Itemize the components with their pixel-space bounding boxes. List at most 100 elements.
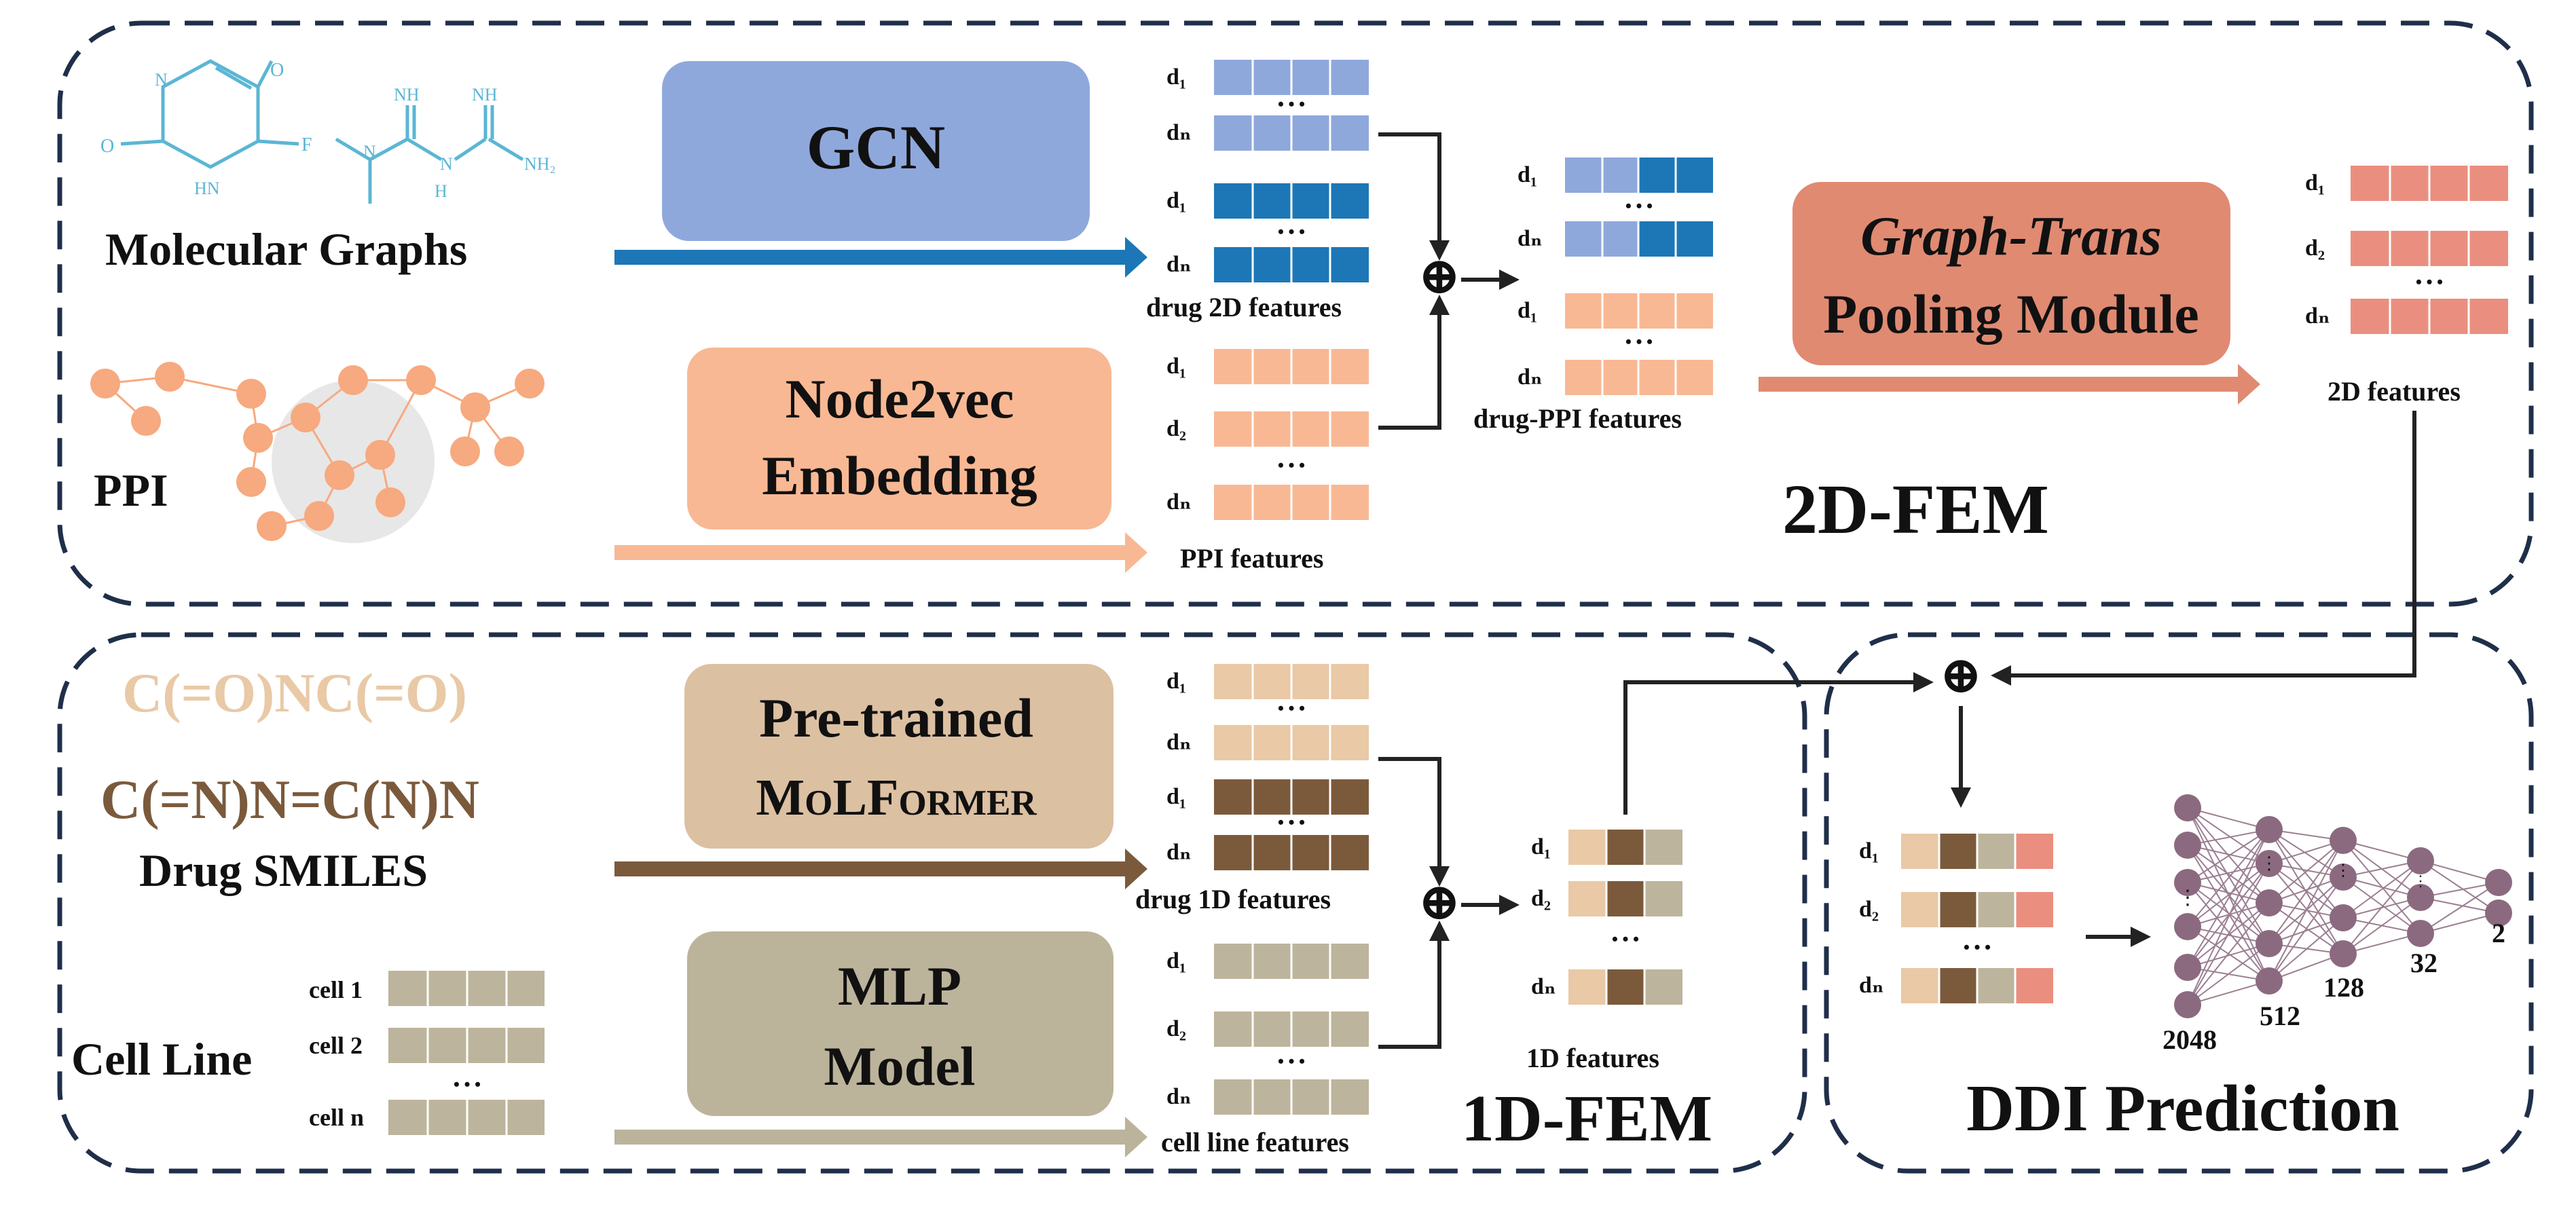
label-d2-ppi: d₂: [1166, 416, 1186, 441]
connector-2d-to-ddi-oplus: [1991, 411, 2416, 686]
nn-node-layer-1: [2174, 954, 2201, 981]
nn-edge: [2420, 860, 2499, 914]
atom-o-top: O: [270, 60, 284, 81]
atom-hn: HN: [194, 179, 220, 198]
label-d1-molformer: d₁: [1166, 669, 1186, 694]
label-d1-1dfeat: d₁: [1531, 834, 1551, 859]
nn-node-layer-1: [2174, 832, 2201, 859]
cellfeat-bar-dn: [1214, 1079, 1369, 1115]
arrow-ppi-to-node2vec: [614, 532, 1147, 573]
mlp-label: MLP: [838, 955, 961, 1017]
nn-edge: [2342, 876, 2421, 934]
atom-h: H: [435, 181, 447, 201]
label-d1-ppi: d₁: [1166, 354, 1186, 379]
pre-trained-label: Pre-trained: [759, 687, 1033, 749]
atom-o-left: O: [100, 136, 114, 157]
nn-edge: [2187, 829, 2270, 968]
nn-node-layer-4: [2407, 920, 2434, 947]
nn-edge: [2187, 882, 2270, 904]
nn-edge: [2187, 882, 2270, 944]
dots-2d: • • •: [1278, 222, 1305, 242]
label-d2-1dfeat: d₂: [1531, 886, 1551, 911]
nn-edge: [2187, 943, 2270, 968]
label-dn-dppi: dₙ: [1517, 226, 1543, 251]
nn-dots-1: ⋮: [2177, 887, 2198, 909]
nn-edge: [2268, 829, 2344, 878]
concat-bar-d2: [1901, 892, 2053, 927]
nn-node-layer-3: [2330, 904, 2357, 931]
nn-edge: [2187, 943, 2270, 1005]
cell-n-label: cell n: [309, 1104, 364, 1131]
pooling-module-label: Pooling Module: [1823, 283, 2199, 345]
nn-node-layer-2: [2256, 850, 2283, 877]
ppi-features-label: PPI features: [1180, 543, 1323, 574]
ppi-label: PPI: [94, 464, 168, 516]
nn-node-layer-3: [2330, 827, 2357, 854]
label-dn-cell: dₙ: [1166, 1084, 1192, 1109]
nn-edge: [2187, 844, 2270, 904]
nn-node-layer-2: [2256, 889, 2283, 916]
drug-ppi-bar-ppi-d1: [1565, 293, 1713, 329]
nn-node-layer-1: [2174, 913, 2201, 940]
dots-cell: • • •: [454, 1075, 481, 1094]
nn-node-layer-3: [2330, 864, 2357, 891]
graph-trans-box: [1792, 182, 2230, 365]
nn-edge: [2187, 863, 2270, 968]
molformer-label: MoLFormer: [756, 769, 1037, 826]
nn-edge: [2187, 807, 2270, 830]
drug-ppi-bar-ppi-dn: [1565, 360, 1713, 395]
nn-edge: [2187, 844, 2270, 864]
feat1d-bar-d1: [1568, 830, 1682, 865]
concat-bar-dn: [1901, 968, 2053, 1003]
ppi-bar-dn: [1214, 485, 1369, 520]
drug-ppi-bar-d1: [1565, 157, 1713, 193]
cell-bar-1: [388, 971, 545, 1006]
label-dn-gcn: dₙ: [1166, 120, 1192, 145]
nn-node-layer-4: [2407, 884, 2434, 911]
nn-edge: [2187, 863, 2270, 883]
model-label: Model: [824, 1035, 975, 1097]
drug-2d-bar-d1: [1214, 183, 1369, 219]
drug-ppi-features-label: drug-PPI features: [1473, 403, 1682, 434]
nn-edge: [2187, 829, 2270, 1005]
nn-edge: [2187, 829, 2270, 927]
label-d1-cell: d₁: [1166, 948, 1186, 973]
feat2d-bar-d2: [2351, 231, 2508, 266]
nn-edge: [2268, 876, 2344, 982]
2d-fem-label: 2D-FEM: [1782, 470, 2049, 549]
nn-edge: [2187, 829, 2270, 883]
nn-node-layer-2: [2256, 930, 2283, 957]
nn-edge: [2268, 917, 2344, 982]
ppi-graph: [90, 362, 545, 543]
gcn-label: GCN: [807, 113, 945, 182]
arrow-molecular-to-gcn: [614, 237, 1147, 278]
frame-2d-fem: [57, 20, 2534, 607]
nn-nodes: [2174, 794, 2512, 1018]
molecule-structure-2: [335, 105, 524, 204]
connector-1d-to-ddi-oplus: [1623, 672, 1934, 815]
gcn-box: [662, 61, 1090, 241]
molformer-box: [684, 664, 1114, 849]
label-d2-cell: d₂: [1166, 1016, 1186, 1041]
nn-edge: [2187, 863, 2270, 1005]
drug-ppi-bar-dn: [1565, 221, 1713, 257]
label-d1-2d: d₁: [1166, 188, 1186, 213]
atom-f: F: [301, 134, 312, 155]
arrow-cell-to-mlp: [614, 1117, 1147, 1157]
feat1d-bar-dn: [1568, 969, 1682, 1005]
label-dn-1dfeat: dₙ: [1531, 974, 1556, 999]
drug-smiles-label: Drug SMILES: [139, 844, 428, 896]
frame-ddi-prediction: [1824, 632, 2534, 1174]
label-dn-molformer: dₙ: [1166, 730, 1192, 755]
label-d1-concat: d₁: [1859, 838, 1879, 864]
dots-cellfeat: • • •: [1278, 1052, 1305, 1071]
nn-edge: [2342, 860, 2421, 918]
ddi-prediction-label: DDI Prediction: [1966, 1072, 2399, 1145]
node2vec-label-1: Node2vec: [785, 368, 1014, 430]
label-dn-2d: dₙ: [1166, 252, 1192, 277]
label-dn-1d: dₙ: [1166, 840, 1192, 865]
dots-ppi: • • •: [1278, 456, 1305, 475]
mlp-box: [687, 931, 1114, 1116]
nn-edge: [2187, 863, 2270, 927]
atom-n-top: N: [155, 70, 168, 90]
